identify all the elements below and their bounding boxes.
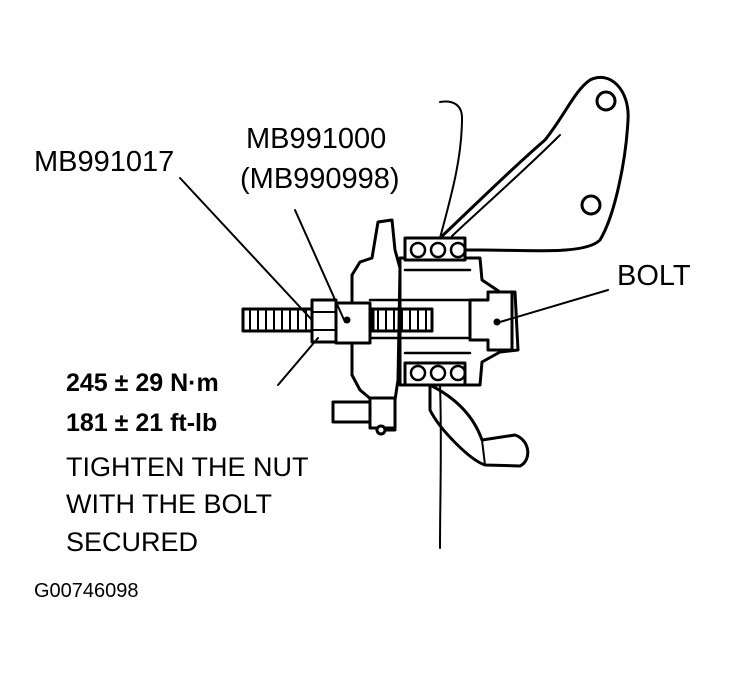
instruction-line-2: WITH THE BOLT (66, 489, 273, 519)
torque-metric: 245 ± 29 N·m (66, 369, 219, 397)
tool-adapter (334, 301, 372, 345)
leader-lines (179, 177, 609, 386)
label-tool-2-line1: MB991000 (246, 123, 387, 155)
knuckle-upper-arm (438, 76, 630, 253)
instruction-line-1: TIGHTEN THE NUT (66, 452, 309, 482)
torque-imperial: 181 ± 21 ft-lb (66, 409, 218, 437)
leader-mb991000 (294, 209, 346, 323)
label-bolt: BOLT (617, 260, 691, 292)
label-tool-1: MB991017 (34, 146, 175, 178)
bearing-balls (403, 241, 472, 382)
leader-torque (277, 337, 319, 386)
wheel-stud (331, 396, 397, 436)
hub-bolt (468, 290, 514, 352)
knuckle-lower-arm (428, 383, 530, 468)
figure-id: G00746098 (34, 580, 139, 602)
leader-mb991017 (179, 177, 313, 321)
instruction-line-3: SECURED (66, 527, 199, 557)
label-tool-2-line2: (MB990998) (240, 163, 400, 195)
nut (310, 298, 338, 344)
leader-bolt (499, 289, 609, 323)
section-line (439, 100, 463, 549)
